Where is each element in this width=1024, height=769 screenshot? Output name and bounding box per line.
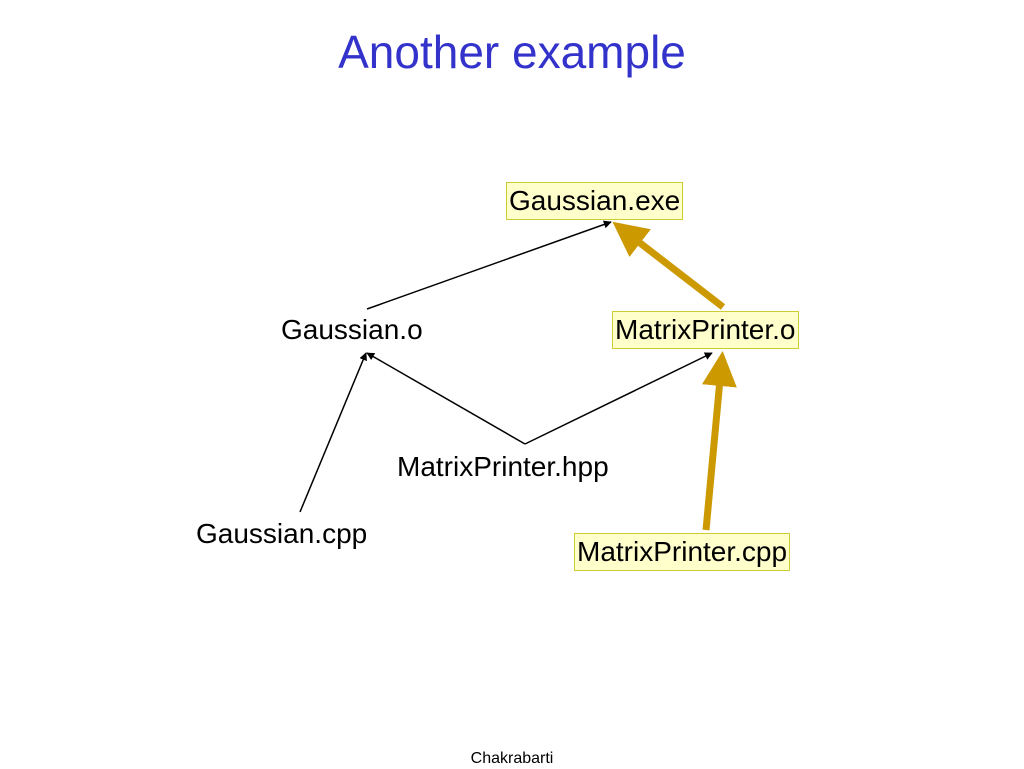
- node-matrixprinter-cpp: MatrixPrinter.cpp: [574, 533, 791, 571]
- node-gaussian-exe: Gaussian.exe: [506, 182, 684, 220]
- slide-title: Another example: [338, 26, 686, 78]
- edge-matrixprinter-o-to-gaussian-exe: [612, 221, 726, 310]
- node-gaussian-o: Gaussian.o: [281, 314, 423, 345]
- edge-gaussian-cpp-to-gaussian-o: [299, 352, 367, 513]
- node-matrixprinter-hpp: MatrixPrinter.hpp: [397, 451, 609, 482]
- edge-matrixprinter-cpp-to-matrixprinter-o: [701, 351, 737, 531]
- node-gaussian-cpp: Gaussian.cpp: [196, 518, 368, 549]
- node-matrixprinter-o: MatrixPrinter.o: [612, 311, 799, 349]
- slide-footer: Chakrabarti: [470, 750, 554, 767]
- edge-matrixprinter-hpp-to-gaussian-o: [366, 352, 526, 445]
- edge-matrixprinter-hpp-to-matrixprinter-o: [524, 352, 713, 445]
- edge-gaussian-o-to-gaussian-exe: [366, 220, 612, 310]
